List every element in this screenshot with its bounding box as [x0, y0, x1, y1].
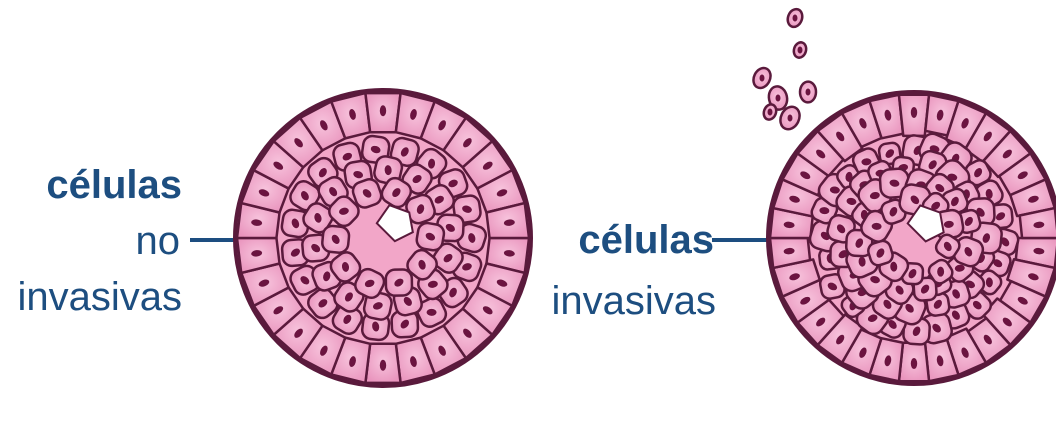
invasive-cell-cluster	[750, 7, 1056, 384]
non-invasive-cell-cluster	[235, 90, 531, 386]
